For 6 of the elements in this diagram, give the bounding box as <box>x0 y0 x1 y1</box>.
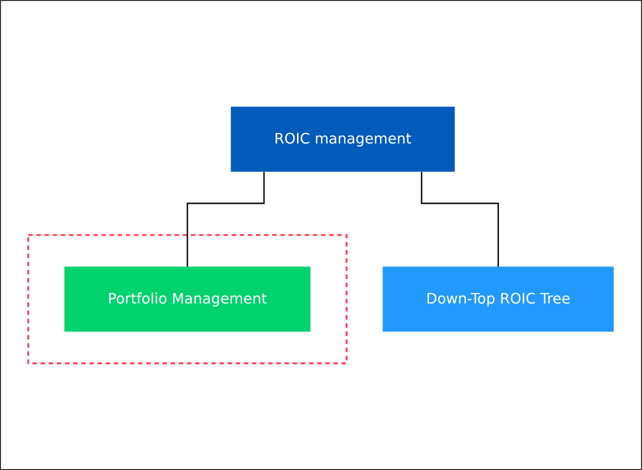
node-box: ROIC management <box>230 106 455 172</box>
node-box: Down-Top ROIC Tree <box>382 266 614 332</box>
cluster <box>27 234 348 364</box>
connector <box>420 172 499 268</box>
node-box: Portfolio Management <box>64 266 310 332</box>
connector <box>186 172 265 268</box>
